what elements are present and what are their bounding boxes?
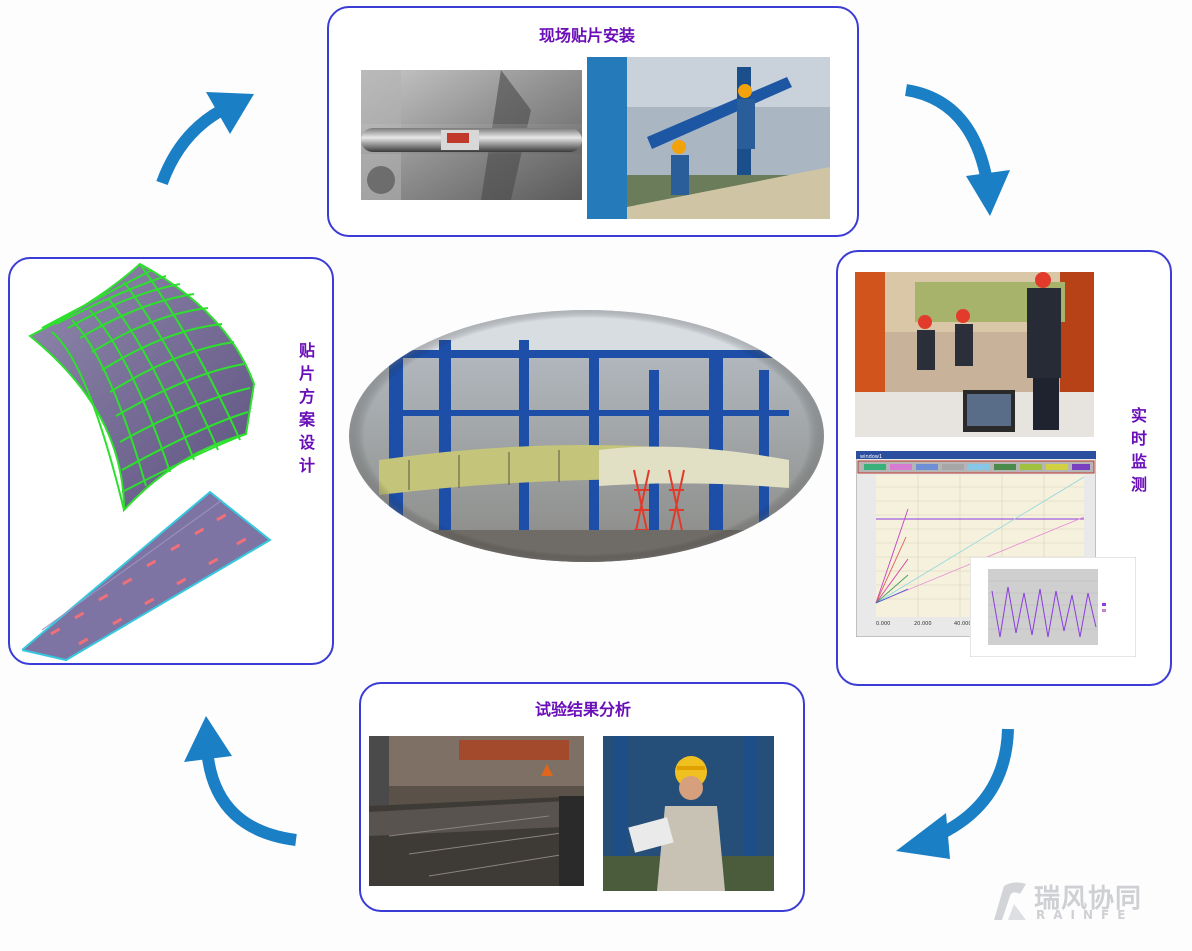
- analysis-title: 试验结果分析: [535, 700, 632, 719]
- monitoring-room-photo: [855, 272, 1094, 437]
- zigzag-chart-inset: [970, 557, 1136, 657]
- brand-name-cn: 瑞风协同: [1034, 884, 1143, 914]
- arrow-to-analysis-icon: [890, 725, 1020, 860]
- x-tick-2: 40.000: [954, 621, 972, 627]
- arrow-to-monitor-icon: [900, 80, 1020, 220]
- window-title-text: window1: [860, 454, 882, 460]
- brand-name-en: RAINFE: [1036, 908, 1134, 922]
- brand-watermark: 瑞风协同 RAINFE: [990, 878, 1160, 924]
- install-title: 现场贴片安装: [539, 26, 636, 45]
- wing-gauge-layout-model: [22, 490, 272, 662]
- arrow-to-design-icon: [178, 712, 303, 852]
- install-workers-photo: [587, 57, 830, 219]
- aircraft-test-rig-photo: [349, 310, 824, 562]
- test-floor-photo: [369, 736, 584, 886]
- x-tick-1: 20.000: [914, 621, 932, 627]
- arrow-to-install-icon: [150, 88, 260, 188]
- design-title: 贴片方案设计: [298, 341, 315, 475]
- mesh-surface-model: [28, 262, 256, 514]
- engineer-reading-photo: [603, 736, 774, 891]
- x-tick-0: 0.000: [876, 621, 890, 627]
- strain-gauge-closeup-photo: [361, 70, 582, 200]
- monitor-title: 实时监测: [1130, 406, 1147, 494]
- brand-logo-icon: [994, 882, 1026, 920]
